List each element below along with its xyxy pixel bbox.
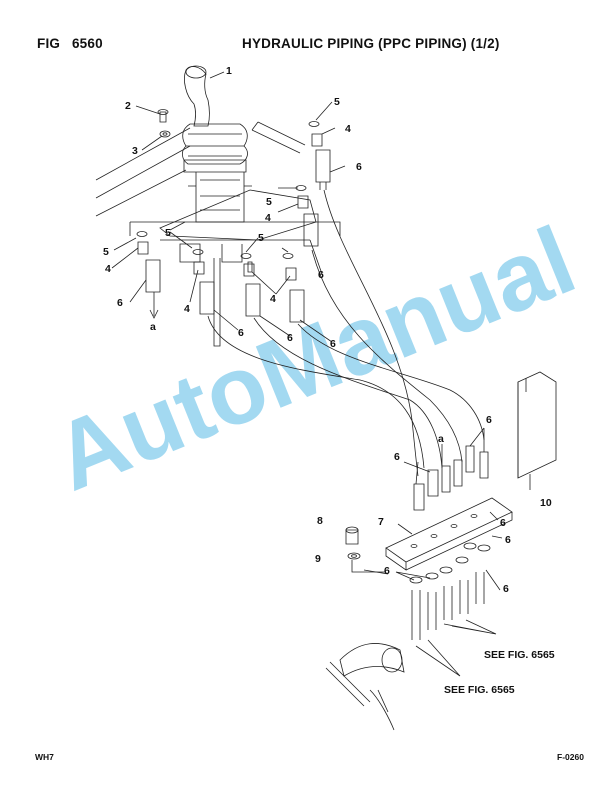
callout-2: 2 (125, 100, 131, 112)
callout-6: 6 (356, 161, 362, 173)
figure-number: FIG 6560 (37, 36, 103, 51)
callout-6: 6 (503, 583, 509, 595)
callout-6: 6 (394, 451, 400, 463)
callout-4: 4 (105, 263, 111, 275)
callout-6: 6 (384, 565, 390, 577)
callout-6: 6 (238, 327, 244, 339)
callout-4: 4 (345, 123, 351, 135)
page-code: F-0260 (557, 752, 584, 762)
see-figure-reference: SEE FIG. 6565 (444, 684, 515, 696)
callout-7: 7 (378, 516, 384, 528)
callout-6: 6 (117, 297, 123, 309)
callout-5: 5 (266, 196, 272, 208)
callout-4: 4 (270, 293, 276, 305)
callout-a: a (438, 433, 444, 445)
callout-a: a (150, 321, 156, 333)
figure-title: HYDRAULIC PIPING (PPC PIPING) (1/2) (242, 36, 500, 51)
callout-6: 6 (505, 534, 511, 546)
model-code: WH7 (35, 752, 54, 762)
callout-8: 8 (317, 515, 323, 527)
callout-5: 5 (165, 227, 171, 239)
callout-6: 6 (318, 269, 324, 281)
see-figure-reference: SEE FIG. 6565 (484, 649, 555, 661)
callout-10: 10 (540, 497, 552, 509)
callout-6: 6 (500, 517, 506, 529)
callout-5: 5 (334, 96, 340, 108)
callout-6: 6 (486, 414, 492, 426)
callout-5: 5 (103, 246, 109, 258)
callout-3: 3 (132, 145, 138, 157)
callout-9: 9 (315, 553, 321, 565)
callout-4: 4 (265, 212, 271, 224)
callout-1: 1 (226, 65, 232, 77)
callout-6: 6 (330, 338, 336, 350)
line-art (95, 65, 557, 731)
callout-4: 4 (184, 303, 190, 315)
callout-6: 6 (287, 332, 293, 344)
callout-5: 5 (258, 232, 264, 244)
